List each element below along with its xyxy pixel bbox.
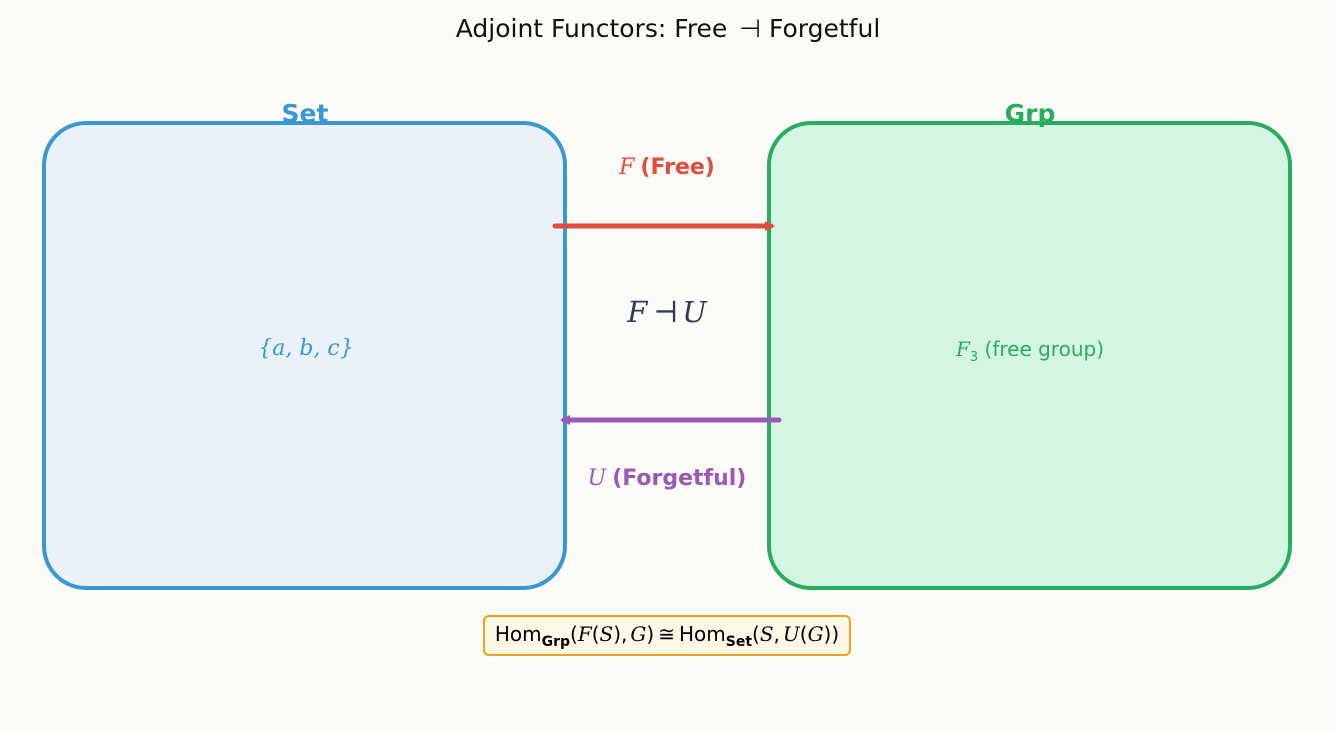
grp-category-label: Grp [1005,99,1056,128]
free-functor-label: F(Free) [618,155,715,180]
hom-isomorphism-formula: HomGrp(F(S),G)≅HomSet(S,U(G)) [495,622,839,650]
set-element-content: {a, b, c} [258,336,354,361]
adjunction-notation: F⊣U [626,295,708,329]
diagram-title: Adjoint Functors: Free ⊣ Forgetful [456,14,881,43]
hom-isomorphism-box [483,615,851,656]
set-category-label: Set [282,99,329,128]
set-category-box [42,121,567,590]
grp-category-box [767,121,1292,590]
forgetful-functor-label: U(Forgetful) [588,466,747,491]
grp-element-content: F3 (free group) [955,337,1104,365]
